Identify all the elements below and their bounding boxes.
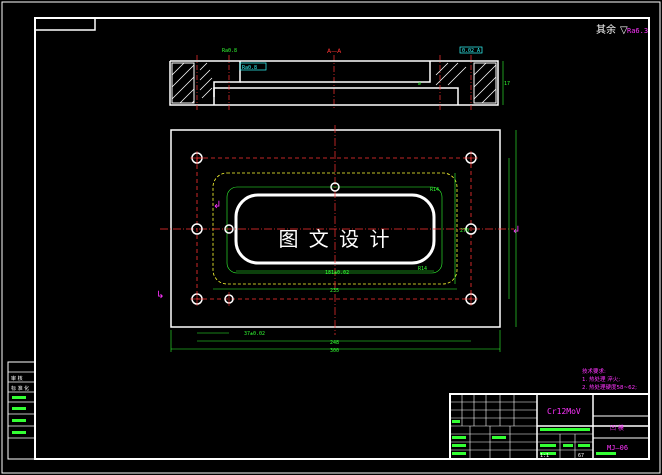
svg-text:Ra0.8: Ra0.8	[242, 65, 257, 71]
section-view: A—A	[169, 46, 510, 110]
left-strip-table: 审 核 标 准 化	[7, 361, 36, 460]
top-left-tab	[34, 17, 96, 31]
dim-opening-width: 181±0.02	[325, 270, 349, 276]
datum-marker-left: ↳	[156, 290, 164, 301]
dim-inner-span: 270	[460, 228, 469, 234]
dim-overall-width: 300	[330, 348, 339, 354]
left-strip-label-2: 标 准 化	[11, 385, 29, 392]
pin-left	[224, 224, 234, 234]
section-mark: A—A	[327, 48, 342, 55]
datum-marker-mid: ↲	[213, 200, 221, 211]
pin-top	[330, 182, 340, 192]
dim-radius-top: R14	[430, 187, 439, 193]
roughness-value: Ra6.3	[627, 27, 648, 35]
tech-req-item-1: 1. 热处理 淬火;	[582, 375, 620, 383]
technical-requirements: 技术要求: 1. 热处理 淬火; 2. 热处理硬度58~62;	[582, 367, 637, 391]
hole-pattern-boundary	[196, 157, 472, 300]
roughness-note: 其余	[596, 23, 616, 36]
roughness-symbol: ▽	[620, 25, 628, 36]
svg-text:Ra0.8: Ra0.8	[222, 48, 237, 54]
svg-text:∅: ∅	[418, 81, 421, 87]
title-material: Cr12MoV	[547, 407, 581, 416]
title-part-name: 凹 模	[610, 424, 624, 432]
hatch-right	[435, 62, 497, 104]
hole-mr	[465, 223, 477, 235]
title-sheet: 67	[578, 453, 584, 459]
dim-cavity-width: 235	[330, 288, 339, 294]
title-block: Cr12MoV 凹 模 MJ—06 1:1 67	[449, 393, 650, 460]
plate-outline	[170, 129, 501, 328]
inner-frame	[34, 17, 650, 460]
section-cavity	[213, 61, 241, 105]
hatch-left	[171, 62, 195, 104]
hole-ml	[191, 223, 203, 235]
watermark-text: 图 文 设 计	[278, 227, 391, 251]
left-strip-label-1: 审 核	[11, 375, 23, 382]
hatch-mid-left	[199, 62, 213, 99]
tech-req-title: 技术要求:	[582, 367, 606, 375]
dim-radius-bottom: R14	[418, 266, 427, 272]
section-outline	[169, 60, 499, 106]
dim-pin-offset: 37±0.02	[244, 331, 265, 337]
dim-hole-span: 248	[330, 340, 339, 346]
plan-view: ↳ ↲ ↲ 图 文 设 计 300 248 37±0.02 181±0.02 2…	[156, 125, 520, 354]
tech-req-item-2: 2. 热处理硬度58~62;	[582, 383, 637, 391]
svg-text:0.02 A: 0.02 A	[462, 48, 480, 54]
title-drawing-number: MJ—06	[607, 444, 628, 452]
section-height-dim: 17	[504, 81, 510, 87]
title-scale: 1:1	[540, 453, 549, 459]
